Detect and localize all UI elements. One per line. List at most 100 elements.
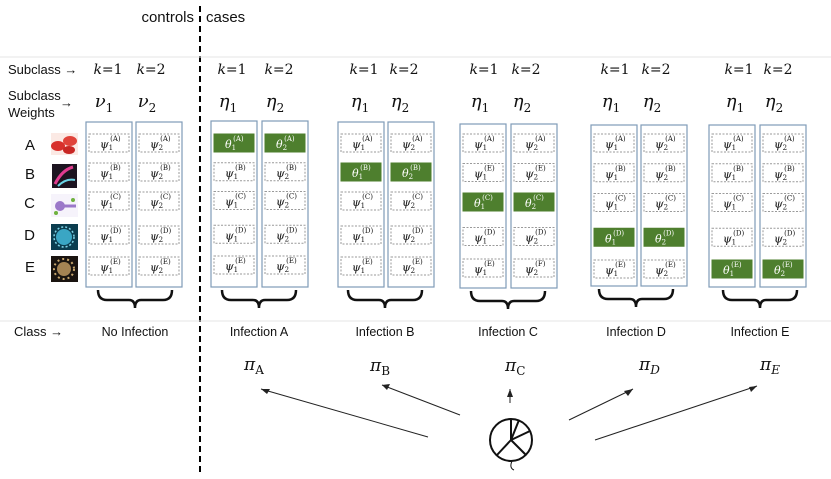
subclass-weight-symbol: η1: [602, 91, 620, 115]
theta-parameter-cell: [462, 192, 504, 212]
psi-parameter-cell: [390, 256, 432, 276]
grouping-brace: [469, 290, 547, 310]
grouping-brace: [346, 289, 424, 309]
subclass-column-box: [590, 124, 638, 287]
psi-parameter-cell: [762, 227, 804, 247]
theta-parameter-cell: [711, 259, 753, 279]
psi-parameter-cell: [643, 163, 685, 183]
grouping-brace: [220, 289, 298, 309]
psi-parameter-cell: [213, 162, 255, 182]
class-prior-pi: πD: [638, 355, 660, 377]
psi-parameter-cell: [88, 133, 130, 153]
subclass-weight-symbol: η1: [726, 91, 744, 115]
psi-parameter-cell: [762, 193, 804, 212]
pathogen-label-a: A: [25, 137, 35, 154]
subclass-k-label: k=2: [136, 62, 165, 78]
psi-parameter-cell: [88, 162, 130, 182]
pathogen-image-d: [51, 224, 78, 250]
psi-parameter-cell: [340, 225, 382, 245]
weights-row-label-line2: Weights: [8, 105, 55, 120]
pathogen-label-c: C: [24, 195, 35, 212]
subclass-weight-symbol: η2: [391, 91, 409, 115]
class-label: Infection A: [230, 325, 289, 339]
subclass-weight-symbol: η2: [266, 91, 284, 115]
class-label: Infection B: [355, 325, 414, 339]
psi-parameter-cell: [340, 191, 382, 211]
subclass-k-label: k=2: [641, 62, 670, 78]
subclass-column-box: [459, 123, 507, 289]
subclass-column-box: [640, 124, 688, 287]
pathogen-label-e: E: [25, 259, 35, 276]
subclass-column-box: [135, 121, 183, 288]
theta-parameter-cell: [390, 162, 432, 182]
subclass-k-label: k=2: [389, 62, 418, 78]
weights-row-label-line1: Subclass: [8, 88, 61, 103]
psi-parameter-cell: [88, 256, 130, 276]
pie-chart-icon: [489, 418, 533, 471]
subclass-weight-symbol: ν2: [138, 91, 157, 115]
psi-parameter-cell: [264, 224, 306, 244]
pathogen-image-b: [52, 164, 77, 188]
psi-parameter-cell: [138, 225, 180, 245]
psi-parameter-cell: [593, 193, 635, 212]
pathogen-image-e: [51, 256, 78, 282]
subclass-k-label: k=1: [600, 62, 629, 78]
subclass-k-label: k=1: [217, 62, 246, 78]
theta-parameter-cell: [513, 192, 555, 212]
psi-parameter-cell: [88, 191, 130, 211]
class-prior-pi: πE: [759, 355, 780, 377]
psi-parameter-cell: [462, 133, 504, 153]
cases-header: cases: [206, 9, 245, 26]
class-label: Infection E: [730, 325, 789, 339]
subclass-column-box: [85, 121, 133, 288]
subclass-k-label: k=1: [349, 62, 378, 78]
psi-parameter-cell: [138, 162, 180, 182]
subclass-column-box: [210, 120, 258, 288]
subclass-column-box: [261, 120, 309, 288]
psi-parameter-cell: [88, 225, 130, 245]
subclass-weight-symbol: η2: [513, 91, 531, 115]
psi-parameter-cell: [711, 133, 753, 153]
psi-parameter-cell: [513, 163, 555, 182]
psi-parameter-cell: [711, 163, 753, 183]
grouping-brace: [597, 288, 675, 308]
psi-parameter-cell: [213, 224, 255, 244]
theta-parameter-cell: [264, 133, 306, 153]
psi-parameter-cell: [513, 258, 555, 278]
subclass-k-label: k=1: [93, 62, 122, 78]
subclass-weight-symbol: η1: [351, 91, 369, 115]
subclass-k-label: k=2: [763, 62, 792, 78]
class-label: Infection D: [606, 325, 666, 339]
class-prior-pi: πC: [504, 356, 525, 378]
psi-parameter-cell: [138, 256, 180, 276]
psi-parameter-cell: [711, 227, 753, 247]
psi-parameter-cell: [390, 133, 432, 153]
subclass-weight-symbol: ν1: [95, 91, 114, 115]
controls-header: controls: [141, 9, 194, 26]
pathogen-label-b: B: [25, 166, 35, 183]
theta-parameter-cell: [340, 162, 382, 182]
psi-parameter-cell: [513, 133, 555, 153]
psi-parameter-cell: [762, 133, 804, 153]
psi-parameter-cell: [643, 193, 685, 212]
psi-parameter-cell: [138, 133, 180, 153]
psi-parameter-cell: [213, 255, 255, 275]
theta-parameter-cell: [213, 133, 255, 153]
subclass-k-label: k=1: [724, 62, 753, 78]
mixing-arrowheads: [261, 384, 757, 397]
subclass-column-box: [759, 124, 807, 288]
psi-parameter-cell: [762, 163, 804, 183]
psi-parameter-cell: [390, 225, 432, 245]
theta-parameter-cell: [593, 227, 635, 247]
subclass-weight-symbol: η2: [643, 91, 661, 115]
psi-parameter-cell: [462, 258, 504, 278]
pathogen-label-d: D: [24, 227, 35, 244]
subclass-row-label: Subclass →: [8, 62, 77, 77]
subclass-column-box: [337, 121, 385, 288]
